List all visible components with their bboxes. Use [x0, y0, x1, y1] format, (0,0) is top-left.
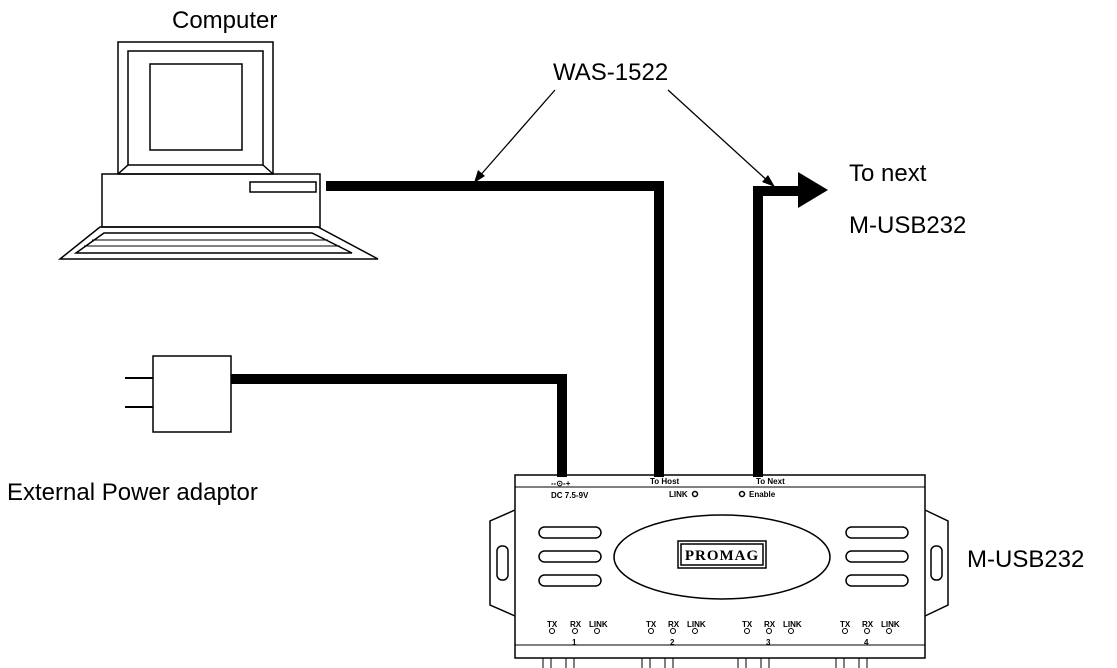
port-3-tx-label: TX: [742, 620, 753, 629]
port-4-number: 4: [864, 638, 869, 647]
computer-label: Computer: [172, 7, 277, 34]
port-4-tx-label: TX: [840, 620, 851, 629]
port-1-tx-label: TX: [547, 620, 558, 629]
port-3-rx-label: RX: [764, 620, 776, 629]
port-1-number: 1: [572, 638, 577, 647]
host-link-label: LINK: [669, 490, 688, 499]
to-next-label: To Next: [756, 477, 785, 486]
power-cable: [231, 374, 567, 477]
port-2-tx-label: TX: [646, 620, 657, 629]
host-cable: [326, 181, 664, 477]
to-next-line-1: To next: [849, 160, 927, 187]
port-1-link-label: LINK: [589, 620, 608, 629]
port-2-rx-label: RX: [668, 620, 680, 629]
to-host-label: To Host: [650, 477, 680, 486]
power-adaptor-label: External Power adaptor: [7, 479, 258, 506]
cable-model-label: WAS-1522: [553, 59, 668, 86]
power-jack-symbol: --⊙-+: [551, 479, 571, 488]
port-4-link-label: LINK: [881, 620, 900, 629]
power-adaptor-illustration: [125, 355, 232, 433]
port-2-number: 2: [670, 638, 675, 647]
computer-illustration: [57, 41, 379, 260]
to-next-line-2: M-USB232: [849, 212, 966, 239]
port-3-link-label: LINK: [783, 620, 802, 629]
next-cable: [753, 186, 800, 477]
m-usb232-device: [489, 474, 949, 668]
port-3-number: 3: [766, 638, 771, 647]
port-2-link-label: LINK: [687, 620, 706, 629]
power-rating-label: DC 7.5-9V: [551, 491, 589, 500]
enable-label: Enable: [749, 490, 776, 499]
brand-logo-text: PROMAG: [685, 548, 759, 564]
cable-callout-arrows: [474, 89, 775, 187]
port-4-rx-label: RX: [862, 620, 874, 629]
port-1-rx-label: RX: [570, 620, 582, 629]
next-arrow-head: [798, 172, 828, 208]
device-label: M-USB232: [967, 546, 1084, 573]
